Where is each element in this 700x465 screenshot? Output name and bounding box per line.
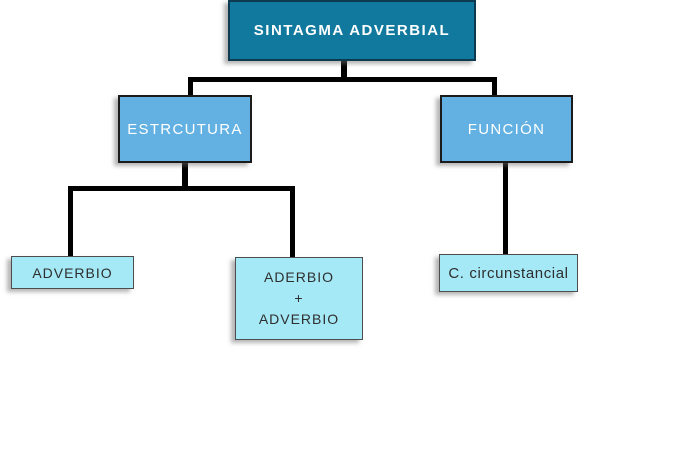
node-adverbio-plus-line2: + (294, 290, 304, 306)
node-adverbio: ADVERBIO (11, 256, 134, 289)
connector-drop-estructura (188, 77, 193, 96)
node-sintagma-adverbial: SINTAGMA ADVERBIAL (228, 0, 476, 61)
node-adverbio-plus-line1: ADERBIO (263, 269, 334, 285)
node-adverbio-label: ADVERBIO (32, 264, 113, 281)
node-sintagma-adverbial-label: SINTAGMA ADVERBIAL (253, 22, 451, 39)
connector-estructura-stub (182, 162, 188, 188)
connector-root-stub (341, 60, 347, 78)
node-circunstancial: C. circunstancial (439, 254, 578, 292)
node-estructura: ESTRCUTURA (118, 95, 252, 163)
node-adverbio-plus-adverbio: ADERBIO + ADVERBIO (235, 257, 363, 340)
connector-level2-horizontal (68, 186, 295, 191)
connector-drop-funcion (492, 77, 497, 96)
node-circunstancial-label: C. circunstancial (448, 264, 569, 282)
node-estructura-label: ESTRCUTURA (127, 120, 243, 138)
connector-funcion-to-circunstancial (503, 162, 508, 255)
connector-level1-horizontal (188, 77, 497, 82)
node-funcion: FUNCIÓN (440, 95, 573, 163)
node-funcion-label: FUNCIÓN (467, 120, 546, 138)
connector-drop-adverbio (68, 186, 73, 256)
node-adverbio-plus-line3: ADVERBIO (258, 311, 340, 327)
connector-drop-adverbio-plus (290, 186, 295, 257)
